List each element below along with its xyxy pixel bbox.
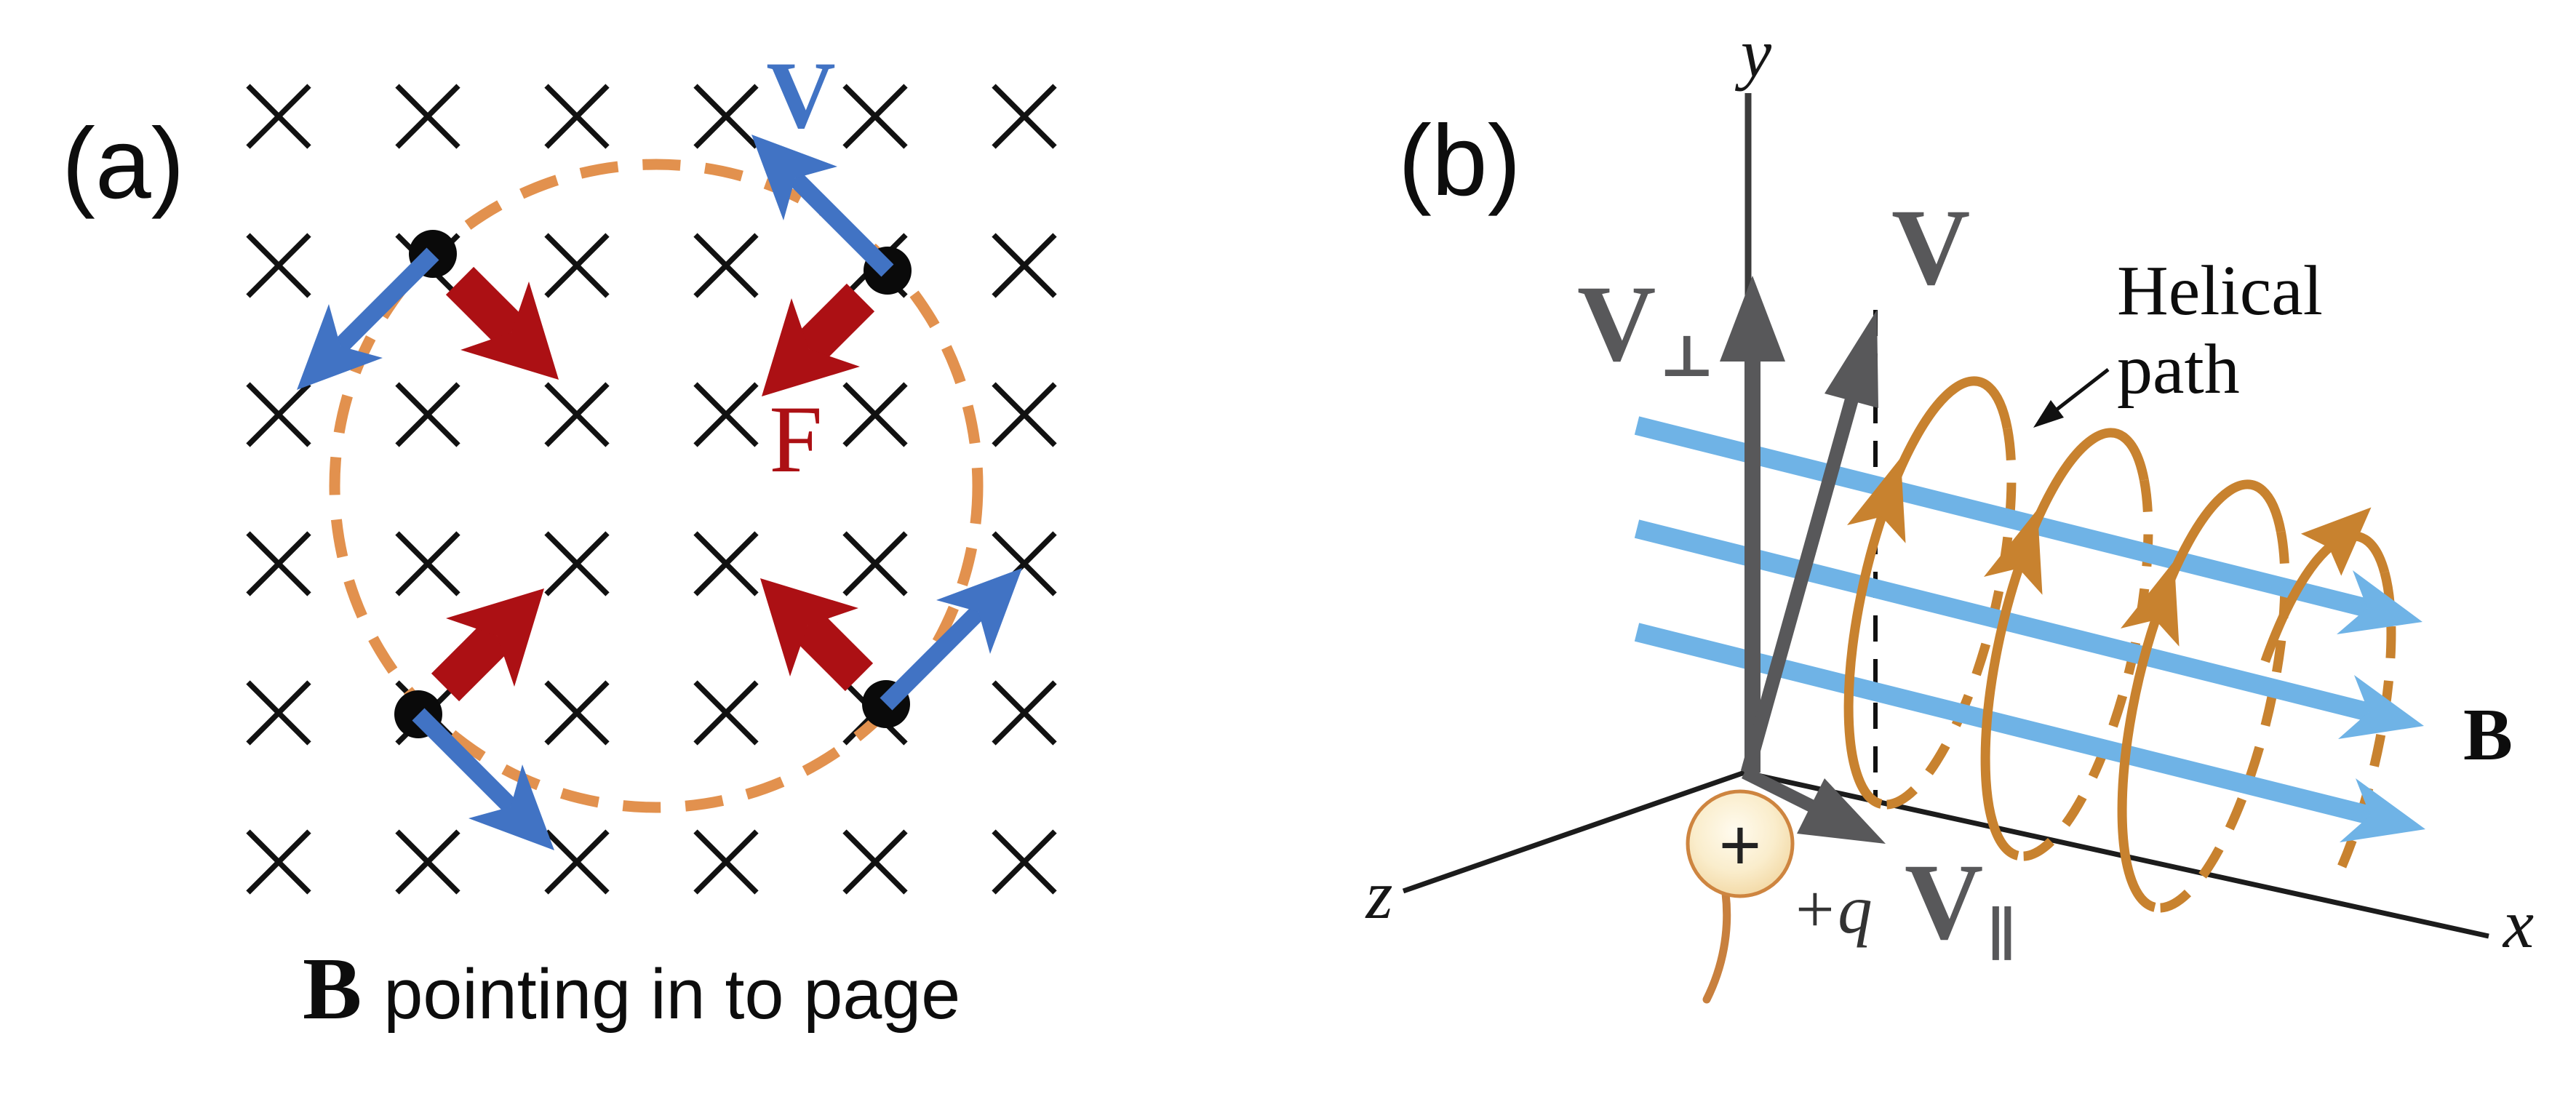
helix-arrowhead-2 <box>1984 509 2043 595</box>
velocity-arrow-top-left <box>297 247 439 390</box>
into-page-x-symbol <box>693 829 759 895</box>
force-arrow-top-right <box>762 283 875 396</box>
charge-plus-symbol: + <box>1719 804 1761 886</box>
into-page-x-symbol <box>246 531 311 596</box>
into-page-x-symbol <box>992 680 1057 746</box>
helix-loop-1 <box>1843 376 2012 809</box>
charge-ball <box>1686 789 1795 898</box>
into-page-x-symbol <box>992 84 1057 149</box>
helix-arrowhead-4 <box>2300 507 2372 576</box>
helical-path-label-line2: path <box>2117 330 2240 409</box>
into-page-x-symbol <box>395 84 460 149</box>
v-parallel-arrow <box>1741 766 1886 844</box>
force-arrow-bottom-left <box>431 588 544 702</box>
panel-a-label: (a) <box>62 108 185 220</box>
velocity-label: V <box>766 41 835 148</box>
helix-loop-4 <box>2260 507 2390 663</box>
helix-arrowhead-1 <box>1847 458 1906 543</box>
into-page-x-symbol <box>544 829 610 895</box>
helix-arrowhead-3 <box>2121 561 2180 647</box>
into-page-x-symbol <box>246 382 311 447</box>
axis-label-x: x <box>2502 885 2534 962</box>
charge-particle: + <box>1686 789 1795 1004</box>
velocity-arrow-bottom-right <box>880 568 1022 711</box>
into-page-x-symbol <box>246 84 311 149</box>
into-page-x-symbol <box>842 829 908 895</box>
into-page-x-symbol <box>693 531 759 596</box>
circular-path <box>329 159 984 813</box>
into-page-x-symbol <box>842 382 908 447</box>
into-page-x-symbol <box>395 531 460 596</box>
into-page-x-symbol <box>246 829 311 895</box>
caption-b-symbol: B <box>303 940 362 1038</box>
helix-loop-3 <box>2117 479 2286 912</box>
panel-b-label: (b) <box>1398 105 1521 217</box>
force-label: F <box>769 386 822 492</box>
into-page-x-symbol <box>544 680 610 746</box>
force-arrow-bottom-right <box>760 578 874 692</box>
into-page-x-symbol <box>693 233 759 298</box>
into-page-x-symbol <box>693 84 759 149</box>
into-page-x-symbol <box>544 84 610 149</box>
helix-loop-2 <box>1980 428 2149 861</box>
axis-label-y: y <box>1735 15 1772 92</box>
into-page-x-symbol <box>246 680 311 746</box>
into-page-x-symbol <box>842 84 908 149</box>
into-page-x-symbol <box>544 531 610 596</box>
field-label: B <box>2463 694 2513 776</box>
into-page-x-symbol <box>693 382 759 447</box>
v-perp-label: V⊥ <box>1577 263 1715 389</box>
annotation-arrow <box>2033 368 2110 428</box>
velocity-arrow-top-right <box>751 135 894 277</box>
into-page-x-symbol <box>842 531 908 596</box>
into-page-x-symbol <box>395 829 460 895</box>
helix-loop-2-back <box>2017 479 2153 861</box>
helix-front-arcs <box>1843 376 2390 912</box>
into-page-x-symbol <box>395 382 460 447</box>
helix-loop-1-back <box>1880 427 2017 810</box>
velocity-arrow-bottom-left <box>412 708 554 850</box>
force-arrow-top-left <box>445 266 559 380</box>
axis-label-z: z <box>1365 856 1393 933</box>
charge-tail <box>1702 889 1731 1004</box>
into-page-x-symbol <box>992 233 1057 298</box>
z-axis <box>1402 770 1746 894</box>
caption-text: pointing in to page <box>383 954 960 1034</box>
into-page-x-symbol <box>693 680 759 746</box>
into-page-symbol-grid <box>246 84 1057 895</box>
into-page-x-symbol <box>246 233 311 298</box>
v-perp-arrow <box>1720 276 1785 772</box>
into-page-x-symbol <box>544 233 610 298</box>
v-label: V <box>1891 187 1970 308</box>
into-page-x-symbol <box>544 382 610 447</box>
panel-b: (b) y x z <box>1365 15 2534 1004</box>
into-page-x-symbol <box>992 382 1057 447</box>
into-page-x-symbol <box>992 829 1057 895</box>
panel-a: (a) <box>62 41 1057 1038</box>
helical-path-label-line1: Helical <box>2117 252 2323 330</box>
v-parallel-label: V∥ <box>1905 842 2017 967</box>
v-arrow <box>1740 310 1878 775</box>
charge-label: +q <box>1791 871 1873 948</box>
